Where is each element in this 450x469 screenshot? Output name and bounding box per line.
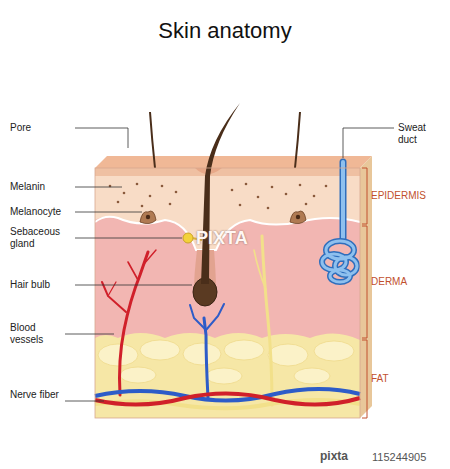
hair-small [295, 112, 300, 168]
leader-lines [65, 128, 394, 401]
watermark: pixta [320, 449, 348, 464]
sweat-coil-outline [322, 241, 357, 282]
bracket-fat [362, 340, 367, 418]
nerve [254, 236, 272, 405]
part-label: Blood vessels [10, 322, 60, 346]
layer-label: DERMA [371, 276, 407, 288]
leader-line [65, 401, 104, 402]
part-label: Sebaceous gland [10, 226, 68, 250]
melanin-dot [305, 203, 308, 206]
leader-line [343, 128, 394, 158]
part-label: Hair bulb [10, 279, 50, 291]
melanin-dot [136, 183, 139, 186]
fat-cell [183, 343, 221, 365]
bracket-epidermis [362, 168, 367, 224]
melanocyte-cell [290, 211, 306, 224]
artery-trunk [120, 252, 149, 395]
melanocyte-nucleus [146, 215, 150, 219]
melanin-dot [117, 201, 120, 204]
vein-branch [190, 305, 206, 330]
vein [190, 304, 224, 398]
fat-cell [268, 344, 308, 366]
part-label: Melanin [10, 181, 45, 193]
artery-branch [144, 250, 156, 264]
part-label: Pore [10, 122, 72, 134]
artery-branch [128, 262, 138, 280]
melanin-dot [169, 203, 172, 206]
sweat-duct-outline [340, 162, 347, 238]
melanin-dot [299, 184, 302, 187]
layer-brackets [362, 168, 367, 418]
hair-small [150, 112, 155, 168]
melanin-dot [313, 195, 316, 198]
melanin-dot [257, 196, 260, 199]
leader-line [75, 212, 142, 213]
artery-branch [102, 282, 126, 312]
sebaceous-gland [183, 233, 193, 243]
artery-bottom [95, 393, 360, 404]
fat-cells [98, 340, 354, 384]
melanin-dot [267, 207, 270, 210]
sweat-coil-fill [322, 241, 357, 282]
fat-cell [224, 340, 264, 360]
fat-cell [98, 344, 138, 366]
leader-line [75, 187, 122, 188]
fat-cell [140, 340, 180, 360]
sweat-duct-tube [341, 162, 345, 238]
leader-line [65, 334, 114, 335]
melanocytes [140, 211, 306, 224]
basal-layer [95, 217, 360, 250]
fat-cell [294, 368, 330, 384]
leader-line [75, 238, 182, 239]
dermis-layer [95, 168, 360, 340]
bracket-derma [362, 226, 367, 338]
melanin-dot [175, 191, 178, 194]
melanin-dot [239, 204, 242, 207]
melanin-dot [285, 193, 288, 196]
watermark: PIXTA [196, 228, 248, 249]
leader-line [75, 128, 128, 148]
melanocyte-cell [140, 211, 156, 224]
fat-cell [120, 367, 156, 383]
hair-shaft [201, 103, 240, 284]
melanin-dot [231, 189, 234, 192]
diagram-title: Skin anatomy [0, 18, 450, 44]
layer-label: FAT [371, 373, 389, 385]
melanin-dot [123, 192, 126, 195]
stratum-corneum [95, 168, 360, 176]
nerve-trunk [262, 236, 272, 405]
sweat-gland [322, 162, 357, 282]
melanin-dot [271, 186, 274, 189]
nerve-branch [254, 250, 266, 290]
melanin-dot [245, 183, 248, 186]
part-label: Sweat duct [398, 122, 444, 146]
fat-cell [206, 368, 242, 384]
melanin-dot [161, 185, 164, 188]
sweat-coil [330, 270, 350, 282]
layer-label: EPIDERMIS [371, 190, 426, 202]
vein-branch [206, 304, 224, 330]
part-label: Melanocyte [10, 206, 61, 218]
fat-cell [314, 341, 354, 361]
melanin-granules [109, 183, 328, 210]
leader-line [75, 285, 192, 286]
melanocyte-nucleus [296, 215, 300, 219]
skin-block-outline [95, 168, 360, 418]
melanin-dot [325, 185, 328, 188]
melanin-dot [141, 205, 144, 208]
artery [102, 250, 156, 395]
image-id: 115244905 [372, 450, 426, 464]
melanin-dot [149, 195, 152, 198]
artery-branch [108, 282, 116, 296]
part-label: Nerve fiber [10, 389, 60, 401]
skin-top-face [95, 156, 372, 168]
skin-side-face [360, 156, 372, 418]
